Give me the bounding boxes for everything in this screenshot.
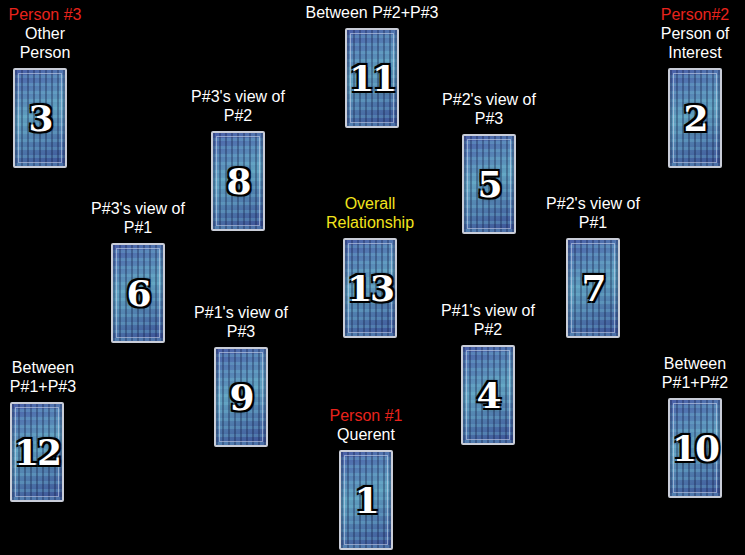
position-label: P#1's view of P#2 [438, 301, 538, 339]
card-back: 6 [111, 243, 165, 343]
card-number: 6 [126, 275, 149, 311]
tarot-card-position: P#3's view of P#2 8 [188, 87, 288, 231]
card-number: 7 [581, 270, 604, 306]
position-label: Overall Relationship [315, 194, 425, 232]
position-label: P#2's view of P#1 [543, 194, 643, 232]
card-back: 12 [10, 402, 64, 502]
card-number: 12 [14, 434, 60, 470]
tarot-card-position: P#3's view of P#1 6 [88, 199, 188, 343]
tarot-card-position: Between P#2+P#3 11 [297, 3, 447, 128]
tarot-card-position: P#2's view of P#3 5 [439, 90, 539, 234]
position-label: Person #1 [316, 406, 416, 425]
card-number: 2 [683, 100, 706, 136]
tarot-card-position: Person #3Other Person 3 [3, 5, 87, 168]
card-number: 10 [672, 430, 718, 466]
position-label: Between P#2+P#3 [297, 3, 447, 22]
position-label: Between P#1+P#3 [3, 358, 83, 396]
tarot-card-position: P#1's view of P#3 9 [191, 303, 291, 447]
position-label: Other Person [3, 24, 87, 62]
tarot-card-position: Overall Relationship 13 [315, 194, 425, 338]
card-back: 5 [462, 134, 516, 234]
card-back: 10 [668, 398, 722, 498]
card-back: 9 [214, 347, 268, 447]
card-back: 11 [345, 28, 399, 128]
card-back: 2 [668, 68, 722, 168]
tarot-card-position: Between P#1+P#2 10 [655, 354, 735, 498]
card-number: 3 [28, 100, 51, 136]
card-number: 1 [354, 482, 377, 518]
card-number: 11 [349, 60, 395, 96]
tarot-card-position: P#2's view of P#1 7 [543, 194, 643, 338]
tarot-card-position: Person#2Person of Interest 2 [653, 5, 737, 168]
card-back: 13 [343, 238, 397, 338]
position-label: Person #3 [3, 5, 87, 24]
card-number: 5 [477, 166, 500, 202]
tarot-card-position: P#1's view of P#2 4 [438, 301, 538, 445]
card-number: 8 [226, 163, 249, 199]
position-label: Querent [316, 425, 416, 444]
card-number: 4 [476, 377, 499, 413]
card-back: 8 [211, 131, 265, 231]
position-label: Person#2 [653, 5, 737, 24]
position-label: Between P#1+P#2 [655, 354, 735, 392]
card-back: 1 [339, 450, 393, 550]
card-back: 3 [13, 68, 67, 168]
card-back: 7 [566, 238, 620, 338]
card-number: 9 [229, 379, 252, 415]
position-label: Person of Interest [653, 24, 737, 62]
tarot-card-position: Between P#1+P#3 12 [3, 358, 83, 502]
tarot-card-position: Person #1Querent 1 [316, 406, 416, 550]
position-label: P#1's view of P#3 [191, 303, 291, 341]
position-label: P#3's view of P#1 [88, 199, 188, 237]
card-back: 4 [461, 345, 515, 445]
card-number: 13 [347, 270, 393, 306]
position-label: P#2's view of P#3 [439, 90, 539, 128]
position-label: P#3's view of P#2 [188, 87, 288, 125]
